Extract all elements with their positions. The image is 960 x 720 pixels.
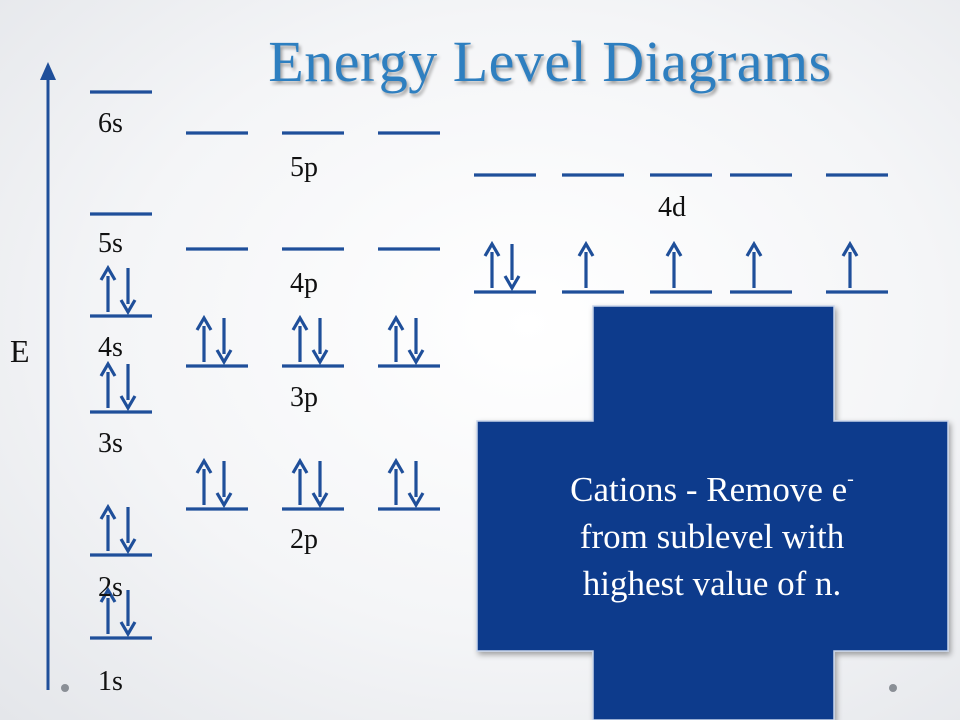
electron-down-arrow-icon (119, 590, 137, 638)
electron-up-arrow-icon (577, 240, 595, 288)
electron-down-arrow-icon (215, 318, 233, 366)
electron-down-arrow-icon (311, 461, 329, 509)
electron-up-arrow-icon (387, 314, 405, 362)
sublevel-5p: 5p (186, 131, 440, 183)
electron-down-arrow-icon (407, 461, 425, 509)
sublevel-label: 3s (98, 428, 123, 459)
sublevel-4s: 4s (90, 264, 152, 363)
sublevel-label: 6s (98, 108, 123, 139)
electron-up-arrow-icon (99, 503, 117, 551)
electron-up-arrow-icon (665, 240, 683, 288)
sublevel-2p: 2p (186, 457, 440, 555)
bullet-dot-icon (889, 684, 897, 692)
energy-axis-label: E (10, 333, 30, 369)
electron-down-arrow-icon (215, 461, 233, 509)
sublevel-3p: 3p (186, 314, 440, 413)
electron-down-arrow-icon (407, 318, 425, 366)
sublevel-label: 3d (658, 322, 686, 353)
electron-up-arrow-icon (387, 457, 405, 505)
sublevel-label: 1s (98, 666, 123, 697)
electron-up-arrow-icon (195, 314, 213, 362)
electron-up-arrow-icon (291, 457, 309, 505)
sublevel-label: 4s (98, 332, 123, 363)
electron-up-arrow-icon (483, 240, 501, 288)
sublevel-label: 3p (290, 382, 318, 413)
electron-up-arrow-icon (291, 314, 309, 362)
sublevel-label: 2s (98, 572, 123, 603)
sublevel-4p: 4p (186, 247, 440, 299)
electron-up-arrow-icon (99, 264, 117, 312)
electron-up-arrow-icon (99, 586, 117, 634)
sublevel-5s: 5s (90, 212, 152, 259)
sublevel-6s: 6s (90, 90, 152, 139)
sublevel-2s: 2s (90, 503, 152, 603)
sublevel-1s: 1s (90, 586, 152, 697)
energy-axis-arrow-icon (40, 62, 56, 80)
electron-up-arrow-icon (195, 457, 213, 505)
orbital-levels: 1s 2s 3s 4s 5s 6s 2p 3p 4p 5p 3d 4d (90, 90, 888, 697)
bullet-dot-icon (61, 684, 69, 692)
sublevel-4d: 4d (474, 173, 888, 223)
electron-down-arrow-icon (119, 364, 137, 412)
sublevel-label: 5s (98, 228, 123, 259)
sublevel-label: 5p (290, 152, 318, 183)
electron-down-arrow-icon (119, 268, 137, 316)
electron-up-arrow-icon (99, 360, 117, 408)
sublevel-3d: 3d (474, 240, 888, 353)
electron-up-arrow-icon (841, 240, 859, 288)
page-title: Energy Level Diagrams (268, 29, 832, 94)
electron-up-arrow-icon (745, 240, 763, 288)
electron-down-arrow-icon (119, 507, 137, 555)
electron-down-arrow-icon (311, 318, 329, 366)
sublevel-label: 4d (658, 192, 686, 223)
sublevel-3s: 3s (90, 360, 152, 459)
sublevel-label: 2p (290, 524, 318, 555)
sublevel-label: 4p (290, 268, 318, 299)
electron-down-arrow-icon (503, 244, 521, 292)
